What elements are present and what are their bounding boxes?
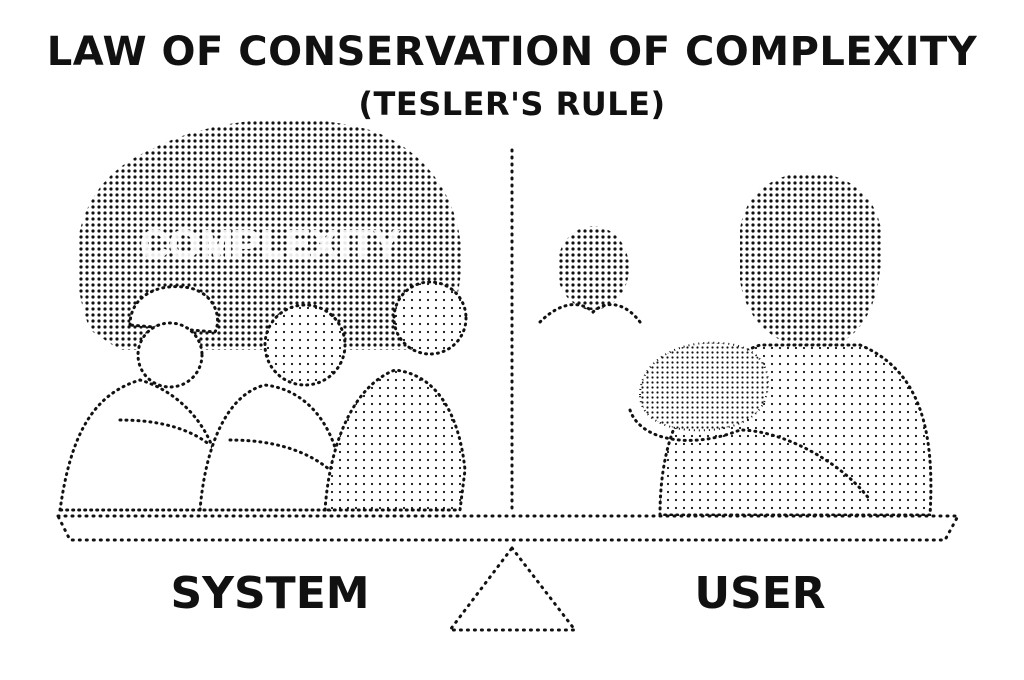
balance-beam	[55, 514, 961, 542]
small-complexity-stone	[638, 341, 769, 432]
system-label: SYSTEM	[170, 568, 370, 619]
small-head-figure	[538, 226, 642, 324]
worker-middle-figure	[198, 303, 347, 512]
user-figure	[628, 172, 933, 517]
worker-helmet-figure	[58, 285, 220, 512]
worker-robot-figure	[323, 280, 468, 512]
diagram-subtitle: (TESLER'S RULE)	[358, 85, 666, 123]
boulder-label: COMPLEXITY	[140, 223, 400, 267]
diagram-title: LAW OF CONSERVATION OF COMPLEXITY	[46, 29, 978, 75]
fulcrum-triangle	[446, 545, 579, 632]
user-label: USER	[694, 568, 826, 619]
